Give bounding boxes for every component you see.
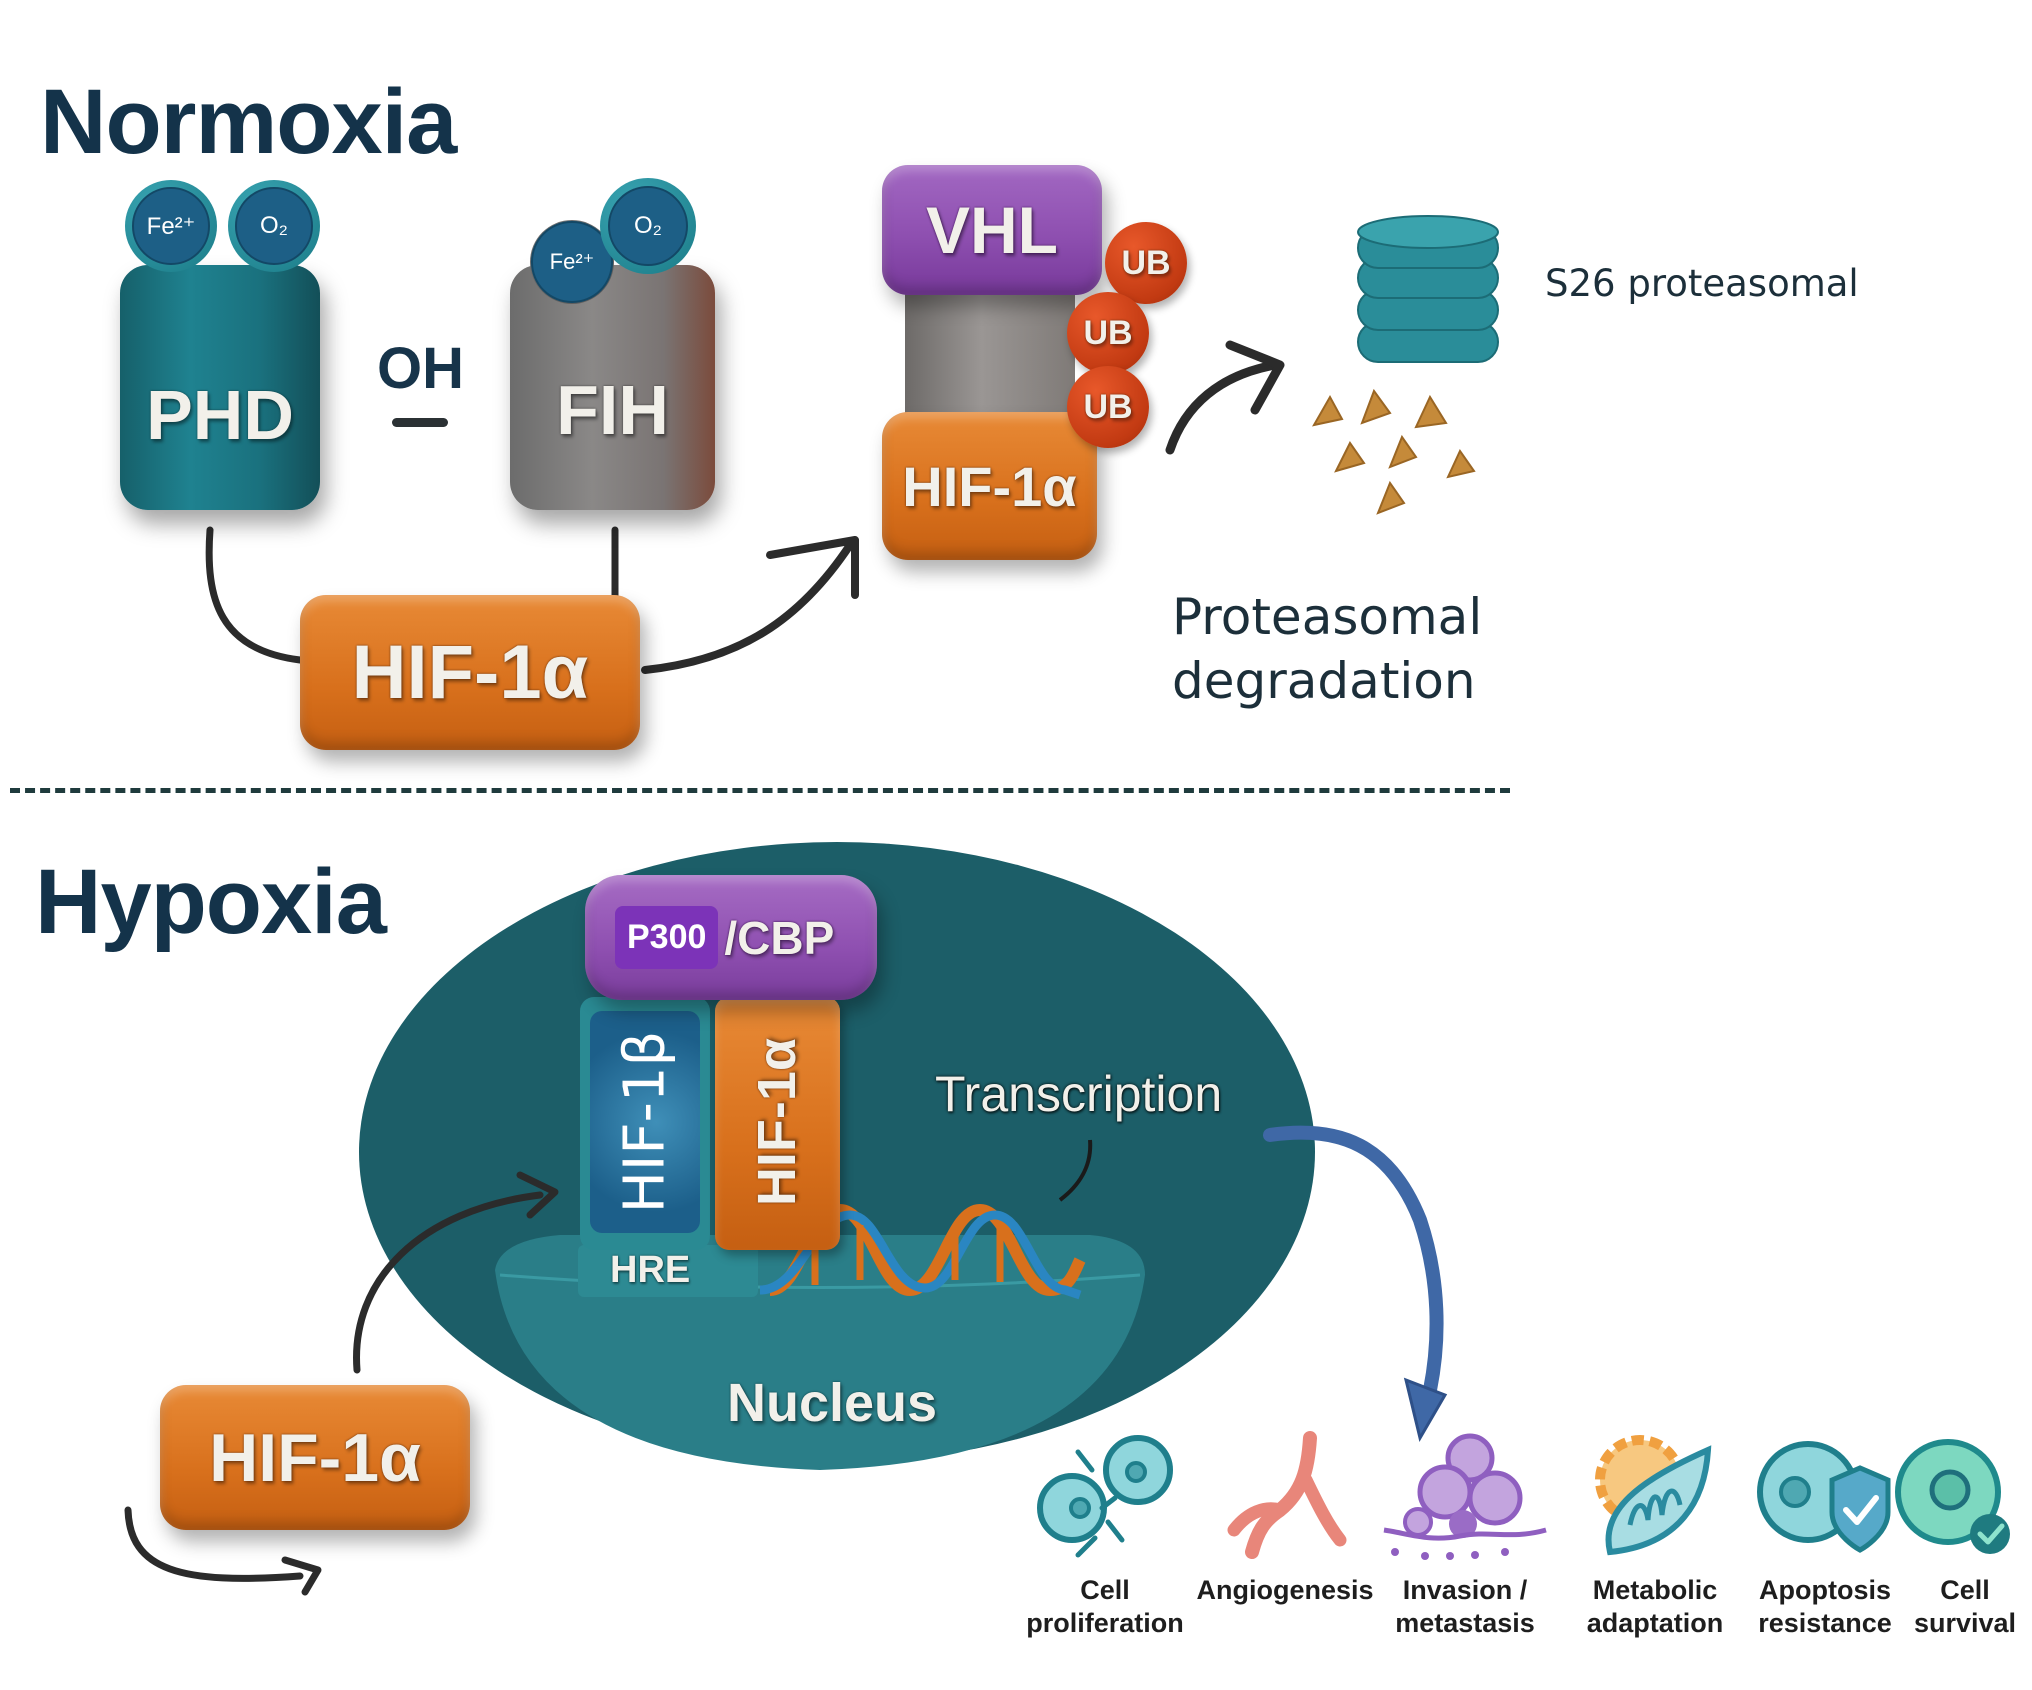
hydroxyl-label: OH [377,336,464,401]
peptide-fragment [1446,449,1476,479]
hre-element [578,1245,758,1297]
cytoplasm-to-nucleus-arrow [353,1191,544,1374]
outcome-apoptosis-resistance: Apoptosis resistance [1735,1430,1915,1640]
peptide-fragments-icon [1312,388,1476,515]
outcome-metabolic-adaptation: Metabolic adaptation [1565,1430,1745,1640]
invasion-metastasis-icon [1383,1433,1547,1560]
hif1b-subunit: HIF-1β [580,997,710,1250]
angiogenesis-icon [1227,1431,1347,1559]
outcome-invasion-metastasis: Invasion / metastasis [1375,1430,1555,1640]
hif1b-inner [590,1011,700,1233]
vhl-cap: VHL [882,165,1102,295]
peptide-fragment [1312,394,1344,427]
vhl-hif1a-label: HIF-1α [902,454,1077,518]
proteasome-label: S26 proteasomal [1545,262,1859,305]
hif1a-substrate-label: HIF-1α [351,630,589,715]
cbp-label: /CBP [724,911,835,964]
hif1a-cytoplasmic-box: HIF-1α [160,1385,470,1530]
peptide-fragment [1414,394,1448,429]
nucleus-label: Nucleus [727,1373,938,1433]
outcome-cell-survival: Cell survival [1890,1430,2032,1640]
peptide-fragment [1334,441,1366,473]
peptide-fragment [1360,388,1392,425]
proteasome-stack-icon [1357,215,1499,363]
phd-cylinder [120,265,320,510]
recycle-arrowhead [281,1556,322,1596]
hypoxia-title: Hypoxia [35,851,387,953]
transcription-pointer [1058,1139,1093,1202]
vhl-label: VHL [926,193,1058,267]
transcription-outcome-arrowhead [1403,1377,1448,1442]
degradation-label: Proteasomal degradation [1172,588,1483,710]
vhl-hif1a-box: HIF-1α [882,412,1097,560]
hif1a-substrate-box: HIF-1α [300,595,640,750]
hif1a-bound-label: HIF-1α [747,1037,807,1207]
peptide-fragment [1388,434,1418,469]
outcome-cell-proliferation: Cell proliferation [1015,1430,1195,1640]
hif1b-label: HIF-1β [612,1030,678,1214]
vhl-to-proteasome-arrow [1165,360,1280,455]
cell-survival-icon [1895,1439,2010,1554]
phd-label: PHD [146,376,294,454]
ubiquitin-tag: UB [1067,292,1149,374]
fih-label: FIH [556,371,669,449]
hif1a-cytoplasmic-label: HIF-1α [209,1419,421,1496]
normoxia-title: Normoxia [40,71,457,173]
ubiquitin-tag: UB [1067,366,1149,448]
cytoplasm-to-nucleus-arrowhead [516,1171,559,1219]
phd-o2-cofactor: O₂ [228,180,320,272]
hif-to-vhl-arrowhead [766,536,859,599]
vhl-linker-cylinder [905,280,1075,430]
transcription-label: Transcription [935,1066,1223,1122]
hif-to-vhl-arrow [641,541,854,674]
recycle-arrow [124,1506,304,1582]
fih-o2-cofactor: O₂ [600,178,696,274]
normoxia-connectors [205,340,1285,674]
ubiquitin-tag: UB [1105,222,1187,304]
hre-label: HRE [610,1249,691,1291]
section-divider [10,788,1510,793]
hydroxyl-bond-line [392,418,448,427]
hif1a-bound-subunit: HIF-1α [715,997,840,1250]
transcription-outcome-arrow [1263,1125,1444,1397]
peptide-fragment [1376,480,1406,515]
p300-cbp-coactivator: P300 /CBP [585,875,877,1000]
cell-proliferation-icon [1037,1435,1173,1558]
phd-fe-cofactor: Fe²⁺ [125,180,217,272]
fih-cylinder [510,265,715,510]
apoptosis-resistance-icon [1757,1441,1891,1553]
vhl-to-proteasome-arrowhead [1225,340,1285,415]
phd-to-hif-line [205,526,304,664]
p300-badge: P300 [615,906,719,969]
metabolic-adaptation-icon [1595,1435,1712,1556]
outcome-angiogenesis: Angiogenesis [1195,1430,1375,1607]
